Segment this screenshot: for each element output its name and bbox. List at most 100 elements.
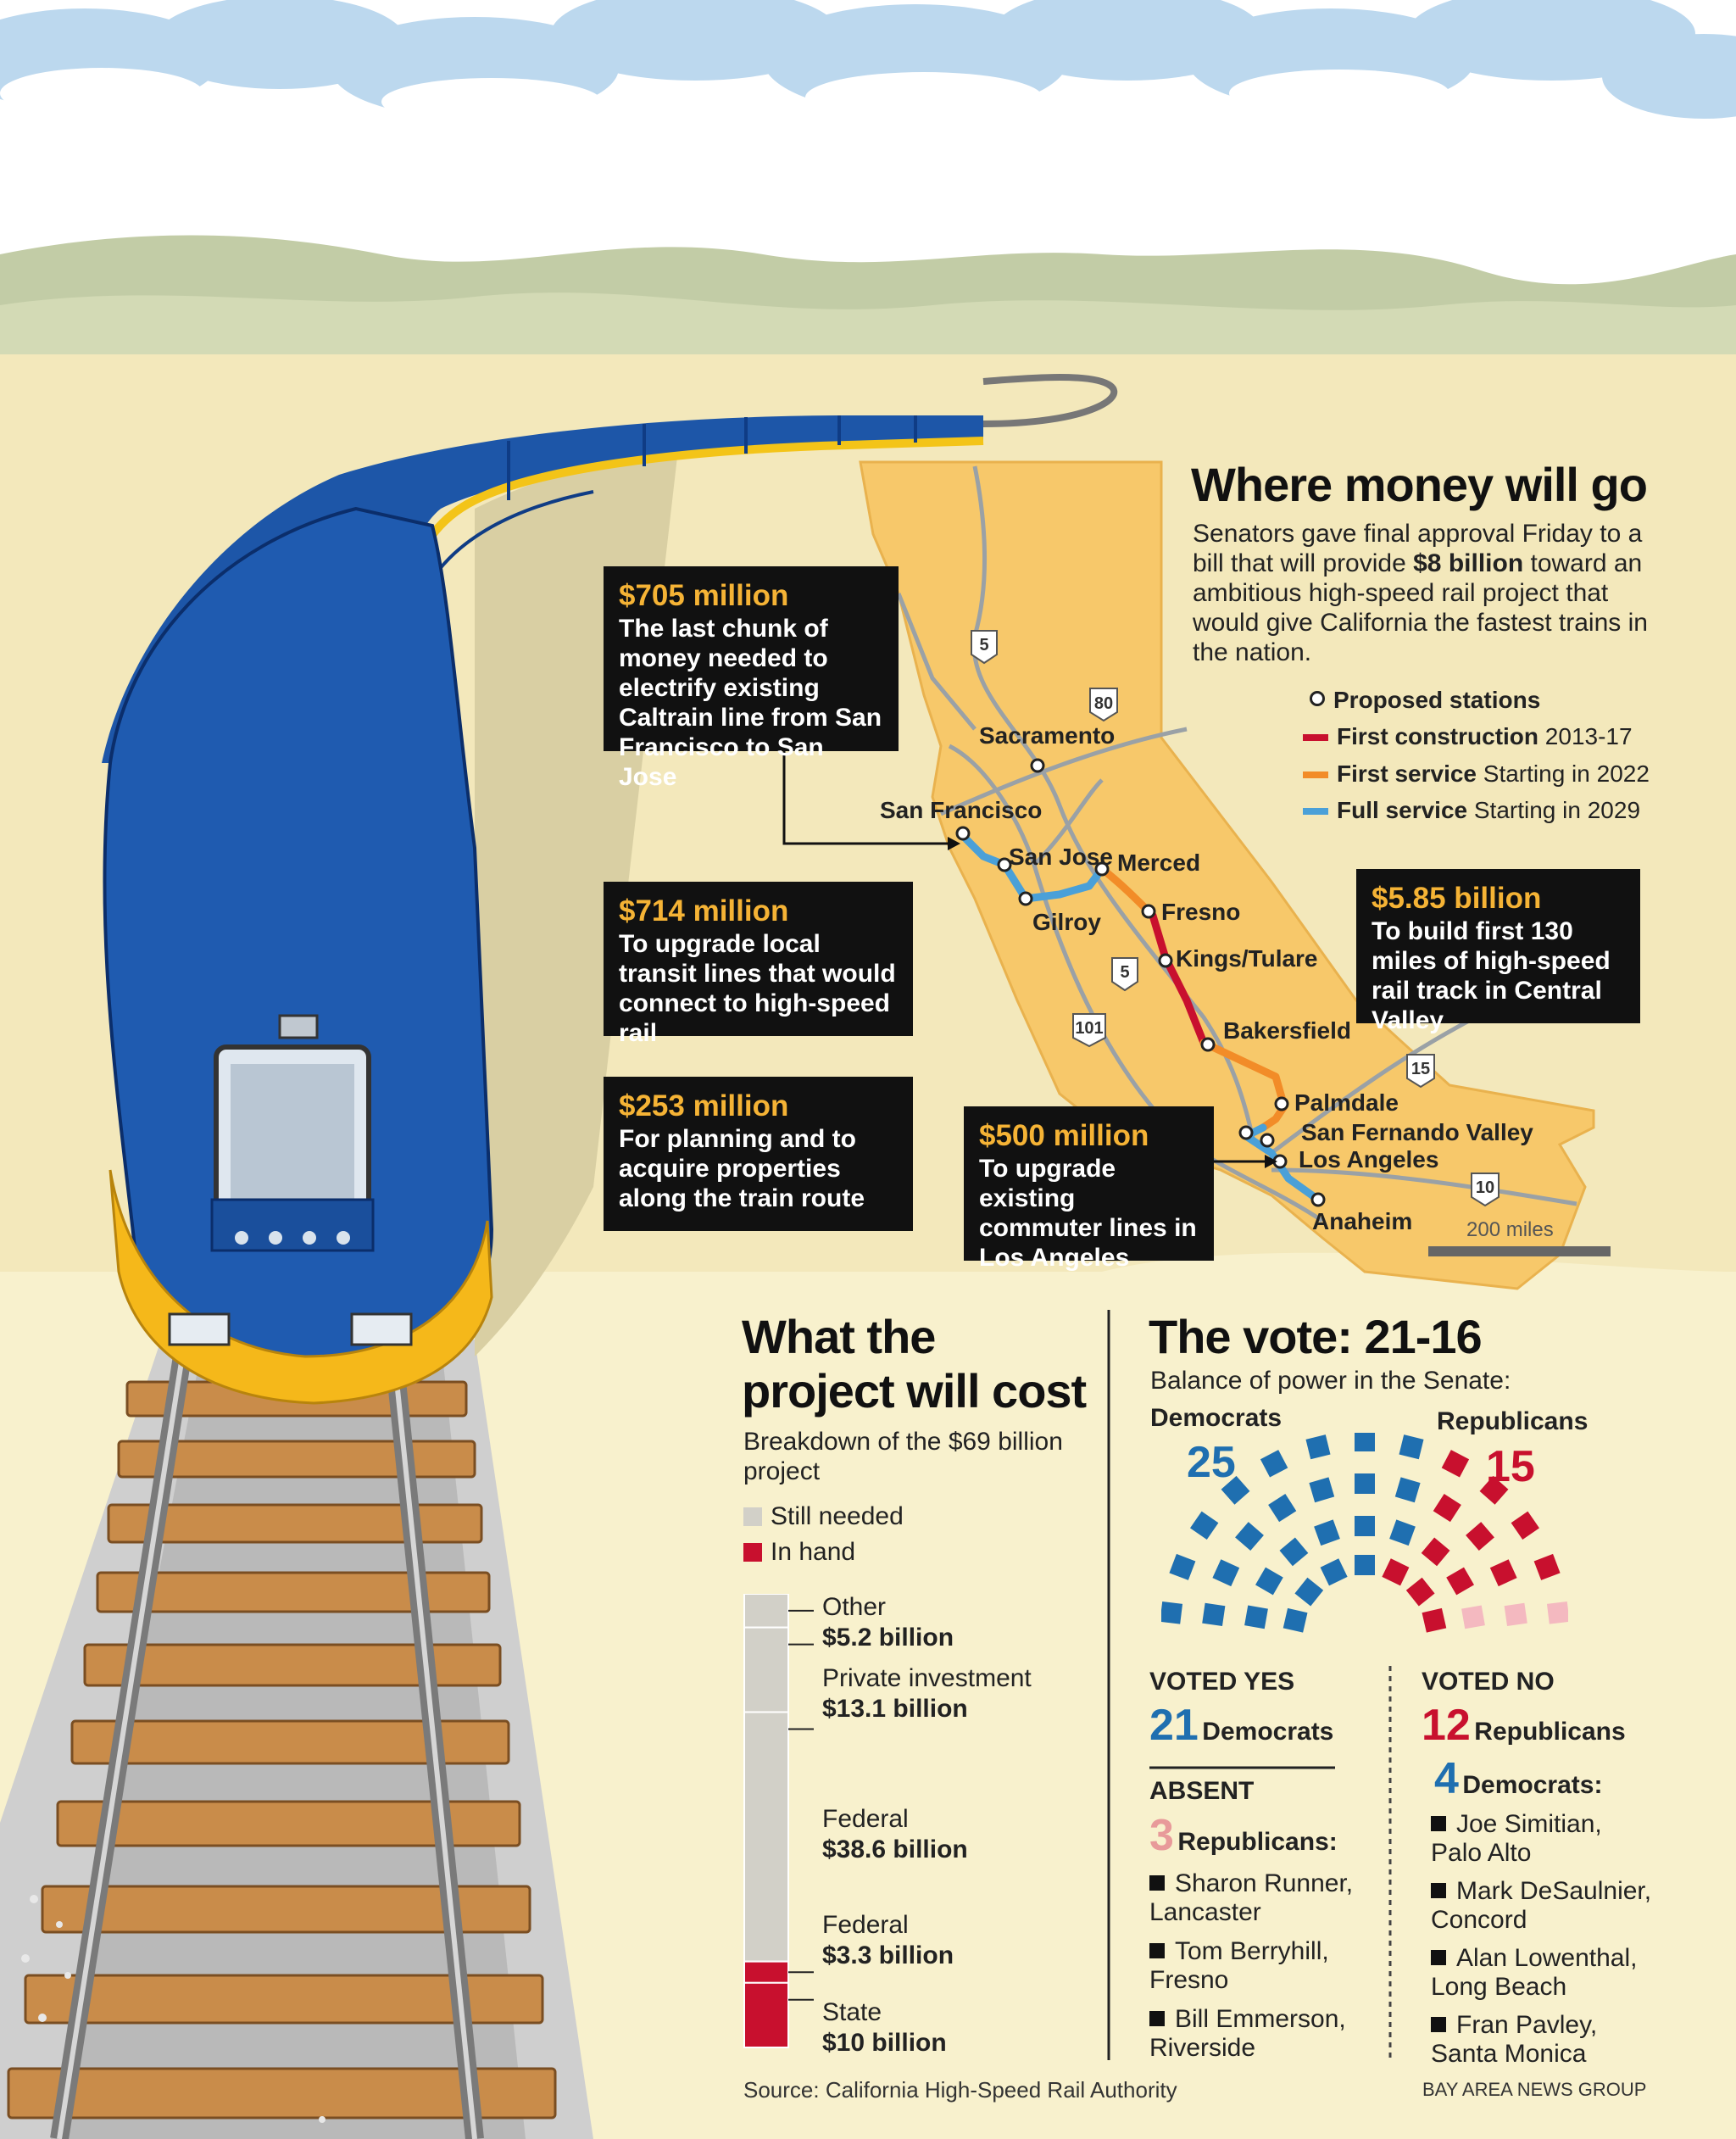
vote-subtitle: Balance of power in the Senate: xyxy=(1150,1367,1511,1395)
no-rep-party: Republicans xyxy=(1474,1718,1626,1746)
route-construction xyxy=(1149,911,1208,1047)
seat-democrat xyxy=(1244,1605,1268,1629)
legend-first-service-label: First service xyxy=(1337,760,1477,787)
voted-yes-label: VOTED YES xyxy=(1149,1668,1295,1696)
seat-democrat xyxy=(1255,1567,1283,1596)
city-kings-tulare: Kings/Tulare xyxy=(1176,945,1318,972)
no-dem-name: Joe Simitian, Palo Alto xyxy=(1431,1810,1660,1868)
absent-count: 3 xyxy=(1149,1811,1174,1860)
absent-name: Tom Berryhill, Fresno xyxy=(1149,1937,1378,1995)
callout-253-million: $253 million For planning and to acquire… xyxy=(604,1077,913,1231)
cost-label-federal-needed: Federal$38.6 billion xyxy=(822,1804,968,1865)
legend-first-service-years: Starting in 2022 xyxy=(1483,760,1650,787)
seat-democrat xyxy=(1314,1519,1340,1546)
absent-party: Republicans: xyxy=(1177,1828,1338,1856)
city-san-jose: San Jose xyxy=(1009,844,1113,870)
legend-construction-label: First construction xyxy=(1337,723,1539,749)
distant-track xyxy=(982,374,1118,427)
highway-shields: 5 80 5 101 15 10 xyxy=(971,630,1500,1207)
no-dem-count: 4 xyxy=(1434,1754,1459,1803)
city-sacramento: Sacramento xyxy=(979,722,1116,749)
no-rep-count: 12 xyxy=(1422,1701,1471,1750)
cost-legend-hand-label: In hand xyxy=(771,1538,856,1566)
absent-label: ABSENT xyxy=(1149,1777,1255,1805)
seat-democrat xyxy=(1161,1601,1183,1624)
seat-democrat xyxy=(1294,1577,1324,1607)
shield-us101: 101 xyxy=(1075,1019,1103,1038)
seat-republican xyxy=(1489,1559,1517,1587)
vote-title: The vote: 21-16 xyxy=(1149,1310,1483,1363)
seat-republican xyxy=(1382,1558,1410,1586)
seat-republican xyxy=(1421,1537,1450,1567)
train xyxy=(102,415,984,1405)
no-dem-name: Mark DeSaulnier, Concord xyxy=(1431,1877,1660,1935)
seat-democrat xyxy=(1355,1473,1375,1494)
cost-label-private: Private investment$13.1 billion xyxy=(822,1663,1032,1724)
intro-bold-amount: $8 billion xyxy=(1413,549,1524,577)
shield-i5-north: 5 xyxy=(979,636,988,655)
seat-republican xyxy=(1511,1511,1539,1540)
seat-republican xyxy=(1441,1450,1470,1478)
shield-i5-south: 5 xyxy=(1120,963,1129,982)
absent-row: 3 Republicans: xyxy=(1149,1810,1338,1861)
page-title: Where money will go xyxy=(1191,458,1648,511)
seat-democrat xyxy=(1355,1433,1375,1451)
seat-democrat xyxy=(1320,1558,1348,1586)
first-service-line-icon xyxy=(1303,771,1328,778)
stations xyxy=(955,758,1326,1207)
rail-ties xyxy=(7,1380,557,2120)
seat-democrat xyxy=(1355,1516,1375,1536)
cost-label-state: State$10 billion xyxy=(822,1997,947,2058)
yes-row: 21 Democrats xyxy=(1149,1700,1333,1751)
absent-name: Bill Emmerson, Riverside xyxy=(1149,2005,1378,2063)
scale-label: 200 miles xyxy=(1466,1218,1554,1241)
legend-stations-label: Proposed stations xyxy=(1333,687,1541,713)
cost-title: What the project will cost xyxy=(742,1310,1087,1418)
cost-segment-label: Federal xyxy=(822,1805,909,1833)
seat-democrat xyxy=(1279,1537,1309,1567)
no-dem-name: Fran Pavley, Santa Monica xyxy=(1431,2011,1660,2069)
yes-count: 21 xyxy=(1149,1701,1199,1750)
republicans-label: Republicans xyxy=(1437,1407,1589,1435)
seat-democrat xyxy=(1221,1475,1250,1505)
callout-text: For planning and to acquire properties a… xyxy=(619,1125,865,1212)
city-gilroy: Gilroy xyxy=(1032,909,1101,935)
seat-republican xyxy=(1466,1522,1494,1551)
full-service-line-icon xyxy=(1303,808,1328,815)
cost-segment-4 xyxy=(743,1981,789,2049)
no-dem-party: Democrats: xyxy=(1462,1771,1603,1799)
cost-legend-still-label: Still needed xyxy=(771,1502,904,1530)
city-fresno: Fresno xyxy=(1161,899,1241,925)
cost-segment-label: State xyxy=(822,1998,882,2026)
arrow-la xyxy=(1265,1155,1277,1168)
yes-party: Democrats xyxy=(1202,1718,1334,1746)
city-merced: Merced xyxy=(1117,849,1201,876)
seat-republican-absent xyxy=(1504,1602,1527,1626)
seat-democrat xyxy=(1305,1434,1331,1460)
cost-label-federal-hand: Federal$3.3 billion xyxy=(822,1910,954,1971)
city-los-angeles: Los Angeles xyxy=(1299,1146,1439,1173)
voted-no-label: VOTED NO xyxy=(1422,1668,1555,1696)
seat-democrat xyxy=(1394,1477,1421,1503)
cloud-highlights xyxy=(0,68,1449,125)
cost-segment-value: $38.6 billion xyxy=(822,1835,968,1863)
seat-republican xyxy=(1422,1607,1447,1633)
california-map xyxy=(859,460,1595,1290)
legend-first-construction: First construction 2013-17 xyxy=(1303,723,1633,750)
intro-part-1: Senators gave final approval Friday to a… xyxy=(1193,520,1643,577)
no-rep-row: 12 Republicans xyxy=(1422,1700,1626,1751)
cost-legend-hand: In hand xyxy=(743,1538,855,1567)
callout-amount: $500 million xyxy=(979,1119,1149,1152)
senate-seat-chart xyxy=(1161,1433,1568,1633)
seat-democrat xyxy=(1355,1555,1375,1575)
legend-full-service: Full service Starting in 2029 xyxy=(1303,797,1640,824)
publisher-credit: BAY AREA NEWS GROUP xyxy=(1422,2079,1647,2100)
callout-text: The last chunk of money needed to electr… xyxy=(619,615,882,791)
legend-full-service-label: Full service xyxy=(1337,797,1468,823)
cost-segment-1 xyxy=(743,1626,789,1713)
seat-republican xyxy=(1446,1567,1474,1596)
cost-segment-label: Federal xyxy=(822,1911,909,1939)
cost-subtitle: Breakdown of the $69 billion project xyxy=(743,1428,1063,1485)
cost-segment-value: $5.2 billion xyxy=(822,1624,954,1652)
intro-part-2: toward an ambitious high-speed rail proj… xyxy=(1193,549,1648,666)
